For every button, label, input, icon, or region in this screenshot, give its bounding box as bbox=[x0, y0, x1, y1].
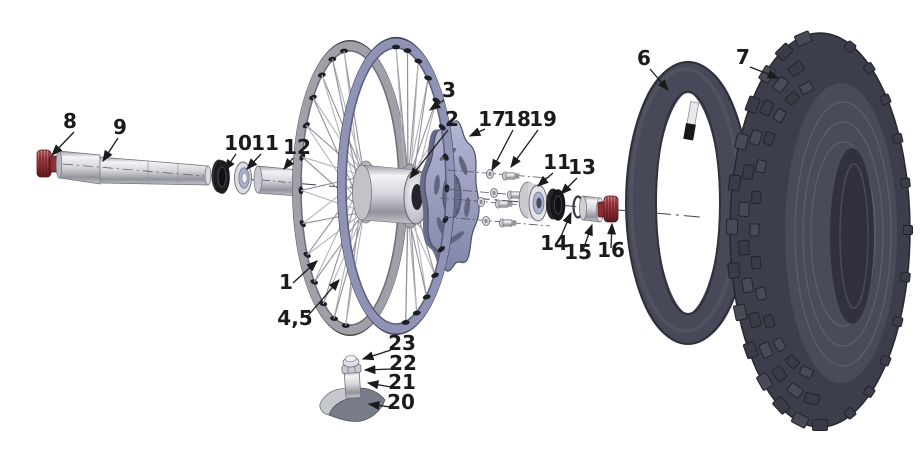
tire-bead-opening bbox=[830, 148, 874, 324]
callout-label: 23 bbox=[388, 331, 416, 355]
callout-label: 20 bbox=[387, 390, 415, 414]
callout-20: 20 bbox=[367, 390, 415, 414]
tire bbox=[725, 30, 913, 431]
callout-label: 15 bbox=[564, 240, 592, 264]
spoke-nipples-front bbox=[392, 44, 450, 325]
callout-10: 10 bbox=[224, 131, 252, 172]
callout-1: 1 bbox=[279, 260, 318, 294]
callout-label: 21 bbox=[388, 370, 416, 394]
tube-valve-stem bbox=[683, 101, 700, 141]
callout-label: 6 bbox=[637, 46, 651, 70]
callout-label: 11 bbox=[543, 150, 571, 174]
dust-seal-right bbox=[546, 188, 566, 221]
callout-22: 22 bbox=[363, 351, 417, 375]
callout-label: 11 bbox=[251, 131, 279, 155]
callout-4-5: 4,5 bbox=[277, 279, 340, 330]
wheel-bearing-right bbox=[518, 181, 548, 222]
callout-label: 3 bbox=[442, 78, 456, 102]
rim-lock-stem bbox=[343, 370, 362, 399]
callout-label: 4,5 bbox=[277, 306, 312, 330]
callout-label: 14 bbox=[540, 231, 568, 255]
callout-label: 12 bbox=[283, 135, 311, 159]
callout-9: 9 bbox=[102, 115, 127, 163]
callout-label: 7 bbox=[736, 45, 750, 69]
callout-16: 16 bbox=[597, 222, 625, 262]
callout-21: 21 bbox=[366, 370, 416, 394]
rim-lock-base-right bbox=[328, 387, 386, 422]
callout-label: 10 bbox=[224, 131, 252, 155]
callout-23: 23 bbox=[361, 331, 416, 361]
callout-label: 17 bbox=[478, 107, 506, 131]
rim-lock bbox=[319, 354, 386, 422]
callout-19: 19 bbox=[510, 107, 557, 169]
callout-18: 18 bbox=[491, 107, 531, 172]
tire-tread-knobs bbox=[725, 30, 913, 431]
brake-disc-slots bbox=[433, 147, 471, 245]
callout-label: 16 bbox=[597, 238, 625, 262]
callouts: 8 9 10 11 12 3 2 17 18 19 11 13 6 7 1 4,… bbox=[51, 45, 780, 414]
callout-label: 2 bbox=[445, 107, 459, 131]
callout-label: 18 bbox=[503, 107, 531, 131]
callout-6: 6 bbox=[637, 46, 669, 91]
wheel-bearing-left bbox=[234, 161, 252, 195]
callout-3: 3 bbox=[428, 78, 456, 111]
callout-label: 13 bbox=[568, 155, 596, 179]
callout-17: 17 bbox=[468, 107, 506, 137]
callout-12: 12 bbox=[283, 135, 311, 171]
callout-8: 8 bbox=[51, 109, 77, 156]
front-axle bbox=[55, 150, 212, 186]
callout-label: 9 bbox=[113, 115, 127, 139]
callout-11-right: 11 bbox=[537, 150, 571, 187]
callout-7: 7 bbox=[736, 45, 780, 79]
callout-2: 2 bbox=[409, 107, 459, 180]
callout-label: 22 bbox=[389, 351, 417, 375]
callout-15: 15 bbox=[564, 223, 593, 264]
callout-label: 1 bbox=[279, 270, 293, 294]
callout-label: 8 bbox=[63, 109, 77, 133]
axle-nut-right bbox=[597, 195, 619, 223]
front-hub bbox=[352, 160, 429, 229]
wheel-assembly bbox=[292, 36, 480, 336]
dust-seal-left bbox=[211, 159, 230, 194]
tire-sidewall-ribs bbox=[794, 101, 892, 367]
callout-11-left: 11 bbox=[246, 131, 279, 170]
axle-nut-left bbox=[36, 149, 60, 178]
callout-14: 14 bbox=[540, 211, 572, 255]
callout-13: 13 bbox=[560, 155, 596, 195]
callout-label: 19 bbox=[529, 107, 557, 131]
